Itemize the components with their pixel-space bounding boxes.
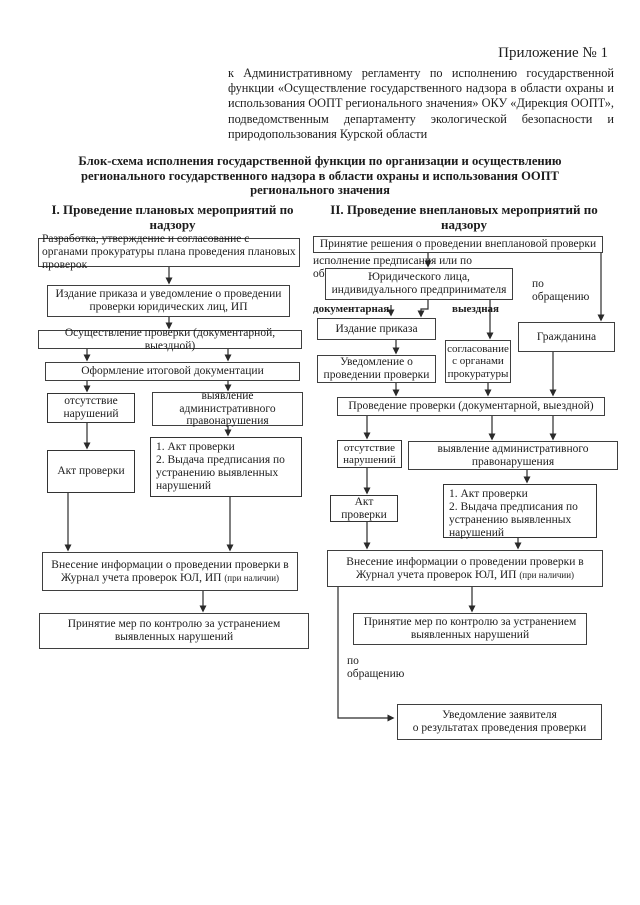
node-inspection-act-right: Акт проверки — [330, 495, 398, 522]
node-inspection-execution: Осуществление проверки (документарной, в… — [38, 327, 302, 352]
journal-entry-text: Внесение информации о проведении проверк… — [346, 555, 584, 581]
node-applicant-notification: Уведомление заявителя о результатах пров… — [397, 704, 602, 740]
node-control-measures-left: Принятие мер по контролю за устранением … — [39, 613, 309, 649]
node-act-and-prescription-right: 1. Акт проверки 2. Выдача предписания по… — [443, 484, 597, 539]
section-header-unscheduled: II. Проведение внеплановых мероприятий п… — [330, 202, 598, 232]
label-documentary: документарная — [313, 303, 390, 315]
node-legal-entity: Юридического лица, индивидуального предп… — [325, 268, 513, 300]
label-field-inspection: выездная — [452, 303, 499, 315]
node-citizen: Гражданина — [518, 322, 615, 352]
node-no-violations-right: отсутствие нарушений — [337, 440, 402, 468]
node-violation-found-left: выявление административного правонарушен… — [152, 390, 303, 427]
node-order-issue: Издание приказа — [317, 318, 436, 340]
label-by-appeal-bottom: по обращению — [347, 655, 405, 680]
node-unscheduled-decision: Принятие решения о проведении внепланово… — [313, 236, 603, 253]
node-act-and-prescription-left: 1. Акт проверки 2. Выдача предписания по… — [150, 437, 302, 497]
journal-entry-note: (при наличии) — [519, 569, 575, 580]
node-plan-development: Разработка, утверждение и согласование с… — [38, 233, 300, 271]
label-by-appeal: по обращению — [532, 278, 590, 303]
node-prosecutor-approval: согласование с органами прокуратуры — [445, 340, 511, 383]
node-final-documentation: Оформление итоговой документации — [45, 362, 300, 381]
node-control-measures-right: Принятие мер по контролю за устранением … — [353, 613, 587, 645]
journal-entry-note: (при наличии) — [224, 572, 280, 583]
node-inspection-right: Проведение проверки (документарной, выез… — [337, 397, 605, 416]
node-order-and-notice: Издание приказа и уведомление о проведен… — [47, 285, 290, 317]
node-inspection-act-left: Акт проверки — [47, 450, 135, 493]
section-header-planned: I. Проведение плановых мероприятий по на… — [51, 202, 294, 232]
node-violation-found-right: выявление административного правонарушен… — [408, 441, 618, 470]
appendix-label: Приложение № 1 — [498, 45, 608, 61]
journal-entry-text: Внесение информации о проведении проверк… — [51, 558, 289, 584]
node-inspection-notice: Уведомление о проведении проверки — [317, 355, 436, 383]
node-journal-entry-right: Внесение информации о проведении проверк… — [327, 550, 603, 587]
node-no-violations-left: отсутствие нарушений — [47, 393, 135, 423]
node-journal-entry-left: Внесение информации о проведении проверк… — [42, 552, 298, 591]
document-title: Блок-схема исполнения государственной фу… — [78, 154, 562, 197]
appendix-paragraph: к Административному регламенту по исполн… — [228, 66, 614, 141]
